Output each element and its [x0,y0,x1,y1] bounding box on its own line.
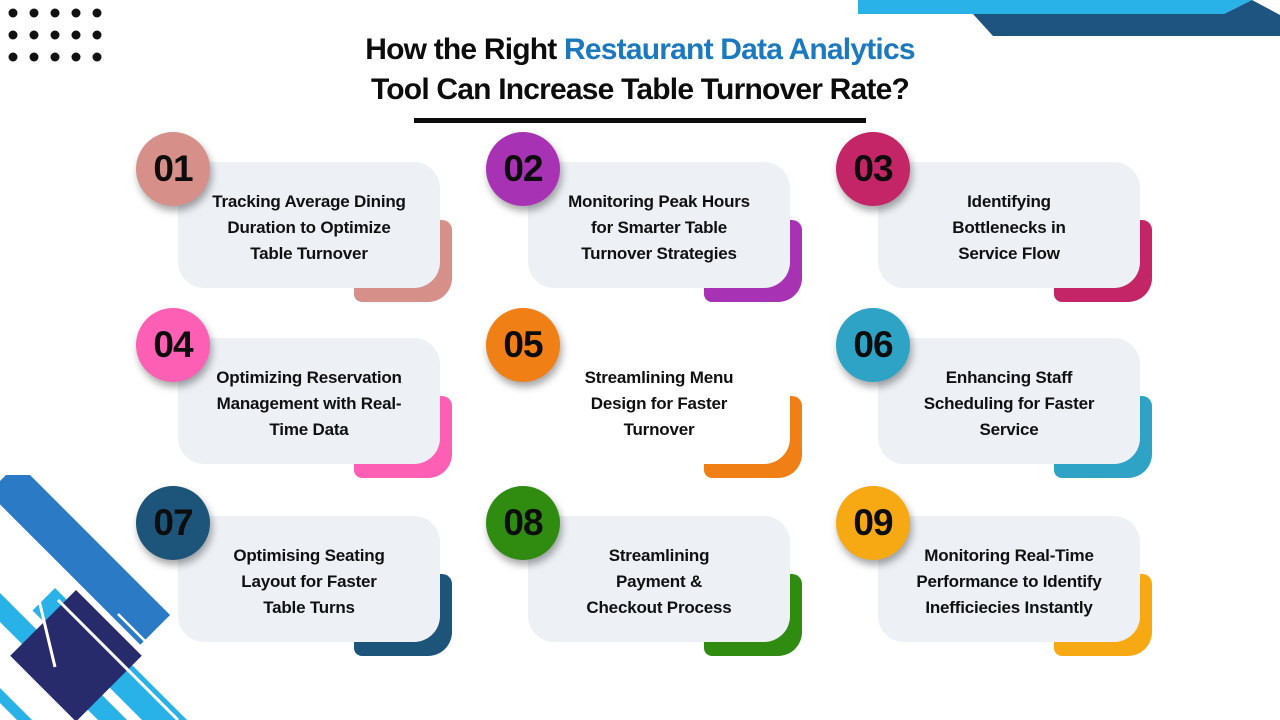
card-title: Monitoring Peak Hours for Smarter Table … [568,192,750,263]
card-item-07: Optimising Seating Layout for Faster Tab… [136,486,452,656]
title-line-2: Tool Can Increase Table Turnover Rate? [370,73,910,106]
card-body: Streamlining Menu Design for Faster Turn… [528,338,790,464]
card-number: 03 [853,148,893,189]
card-item-09: Monitoring Real-Time Performance to Iden… [836,486,1152,656]
bottom-left-geometric-decoration [0,475,196,720]
card-number: 06 [853,324,893,365]
card-number: 02 [503,148,543,189]
card-number-badge: 09 [836,486,910,560]
card-title: Optimising Seating Layout for Faster Tab… [233,546,385,617]
card-body: Optimizing Reservation Management with R… [178,338,440,464]
card-number-badge: 08 [486,486,560,560]
card-body: Monitoring Real-Time Performance to Iden… [878,516,1140,642]
card-item-05: Streamlining Menu Design for Faster Turn… [486,308,802,478]
card-title: Tracking Average Dining Duration to Opti… [212,192,406,263]
title-line1-highlight: Restaurant Data Analytics [564,33,915,66]
page-title: How the Right Restaurant Data Analytics … [0,30,1280,123]
title-underline [414,118,866,123]
card-body: Tracking Average Dining Duration to Opti… [178,162,440,288]
card-number-badge: 02 [486,132,560,206]
card-body: Streamlining Payment & Checkout Process [528,516,790,642]
card-title: Streamlining Menu Design for Faster Turn… [584,368,734,439]
card-number-badge: 07 [136,486,210,560]
card-number-badge: 03 [836,132,910,206]
card-number-badge: 01 [136,132,210,206]
card-item-08: Streamlining Payment & Checkout Process … [486,486,802,656]
card-item-06: Enhancing Staff Scheduling for Faster Se… [836,308,1152,478]
card-number-badge: 06 [836,308,910,382]
card-body: Monitoring Peak Hours for Smarter Table … [528,162,790,288]
card-body: Optimising Seating Layout for Faster Tab… [178,516,440,642]
card-body: Enhancing Staff Scheduling for Faster Se… [878,338,1140,464]
card-item-03: Identifying Bottlenecks in Service Flow … [836,132,1152,302]
card-number: 01 [153,148,193,189]
title-line-1: How the Right Restaurant Data Analytics [0,30,1280,70]
dot-grid-decoration [8,8,102,62]
card-number-badge: 04 [136,308,210,382]
card-number: 05 [503,324,543,365]
card-item-01: Tracking Average Dining Duration to Opti… [136,132,452,302]
card-item-04: Optimizing Reservation Management with R… [136,308,452,478]
title-line1-black: How the Right [365,33,557,66]
top-right-ribbon-decoration [858,0,1280,36]
card-number: 04 [153,324,193,365]
card-number-badge: 05 [486,308,560,382]
card-body: Identifying Bottlenecks in Service Flow [878,162,1140,288]
card-number: 09 [853,502,893,543]
card-number: 07 [153,502,193,543]
card-title: Identifying Bottlenecks in Service Flow [952,192,1066,263]
card-title: Streamlining Payment & Checkout Process [586,546,732,617]
card-title: Enhancing Staff Scheduling for Faster Se… [923,368,1095,439]
card-title: Optimizing Reservation Management with R… [216,368,402,439]
card-title: Monitoring Real-Time Performance to Iden… [916,546,1102,617]
card-number: 08 [503,502,543,543]
card-item-02: Monitoring Peak Hours for Smarter Table … [486,132,802,302]
